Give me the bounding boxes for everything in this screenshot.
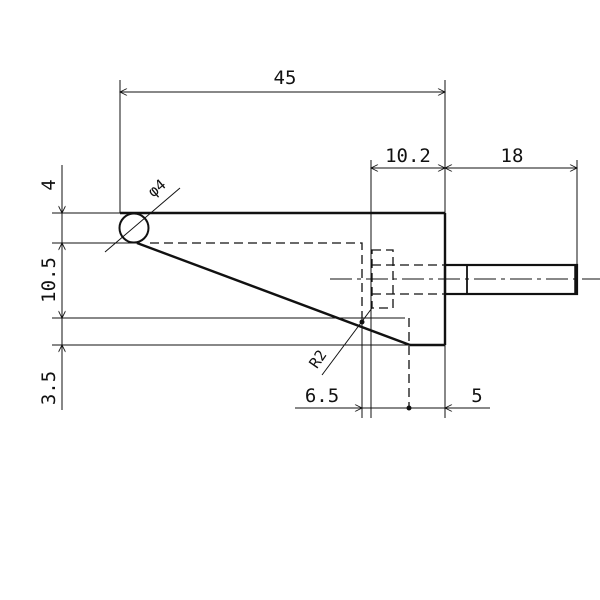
dim-hole-diameter: φ4 bbox=[144, 175, 169, 200]
slope-edge bbox=[136, 241, 411, 347]
dim-overall-length: 45 bbox=[274, 67, 297, 89]
dim-bottom-offset-a: 6.5 bbox=[305, 385, 339, 407]
dimension-lines bbox=[62, 92, 577, 410]
dim-middle-height: 10.5 bbox=[38, 257, 60, 303]
hidden-lines bbox=[150, 242, 445, 408]
tangent-dot bbox=[359, 319, 365, 325]
radius-leader bbox=[321, 307, 373, 376]
dim-stud-length: 18 bbox=[501, 145, 524, 167]
threaded-stud bbox=[443, 263, 579, 296]
hole-circle bbox=[118, 212, 150, 244]
dim-top-offset: 4 bbox=[38, 179, 60, 190]
extension-lines bbox=[52, 80, 578, 418]
hole-leader bbox=[104, 187, 181, 253]
dimension-dot bbox=[406, 405, 412, 411]
dim-bottom-offset-b: 5 bbox=[471, 385, 482, 407]
dim-slot-width: 10.2 bbox=[385, 145, 431, 167]
dim-bottom-height: 3.5 bbox=[38, 371, 60, 405]
